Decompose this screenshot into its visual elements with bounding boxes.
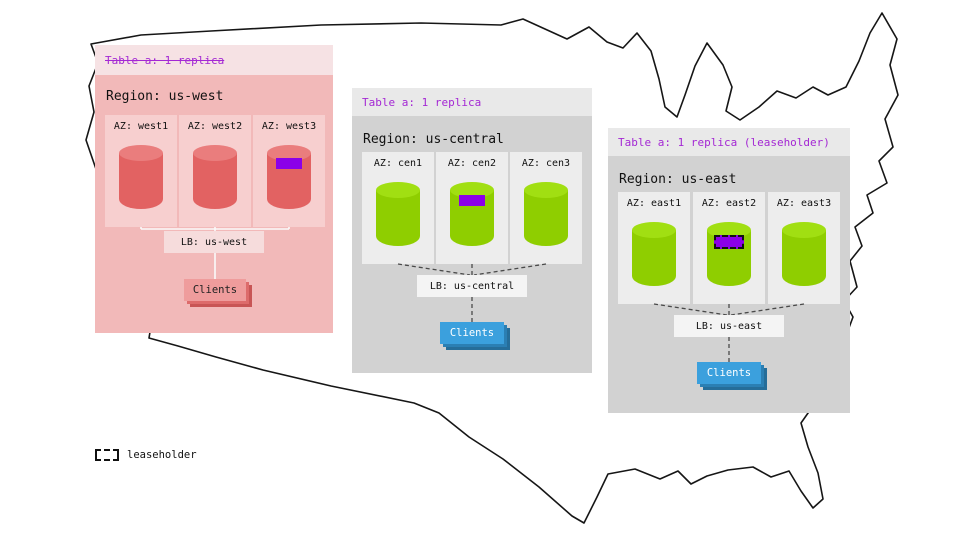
clients-label: Clients (449, 327, 495, 339)
replica-range-marker (459, 195, 485, 206)
database-cylinder (524, 182, 568, 246)
az-box-west2: AZ: west2 (179, 115, 251, 227)
region-panel-us-east: Table a: 1 replica (leaseholder) Region:… (608, 128, 850, 413)
database-cylinder (707, 222, 751, 286)
table-header-us-east: Table a: 1 replica (leaseholder) (608, 128, 850, 156)
table-label: Table a: 1 replica (leaseholder) (618, 135, 830, 149)
database-cylinder (782, 222, 826, 286)
database-cylinder (376, 182, 420, 246)
az-label: AZ: west3 (261, 121, 317, 132)
cylinder-body (193, 153, 237, 209)
cylinder-top (707, 222, 751, 238)
load-balancer-us-central: LB: us-central (417, 275, 527, 297)
cylinder-body (376, 190, 420, 246)
region-title: Region: us-west (106, 89, 224, 104)
az-label: AZ: east2 (701, 198, 757, 209)
cylinder-body (632, 230, 676, 286)
region-title: Region: us-central (363, 132, 504, 147)
table-header-us-central: Table a: 1 replica (352, 88, 592, 116)
clients-label: Clients (192, 284, 238, 296)
az-box-cen2: AZ: cen2 (436, 152, 508, 264)
az-box-cen3: AZ: cen3 (510, 152, 582, 264)
az-box-west3: AZ: west3 (253, 115, 325, 227)
az-label: AZ: cen2 (447, 158, 497, 169)
az-box-west1: AZ: west1 (105, 115, 177, 227)
leaseholder-range-marker (714, 235, 744, 249)
table-label: Table a: 1 replica (105, 53, 225, 67)
cylinder-top (267, 145, 311, 161)
database-cylinder (193, 145, 237, 209)
az-label: AZ: east3 (776, 198, 832, 209)
cylinder-body (782, 230, 826, 286)
clients-box-us-west: Clients (184, 279, 246, 301)
az-label: AZ: east1 (626, 198, 682, 209)
load-balancer-us-west: LB: us-west (164, 231, 264, 253)
database-cylinder (632, 222, 676, 286)
clients-label: Clients (706, 367, 752, 379)
load-balancer-us-east: LB: us-east (674, 315, 784, 337)
cylinder-top (524, 182, 568, 198)
region-title: Region: us-east (619, 172, 737, 187)
cylinder-top (782, 222, 826, 238)
database-cylinder (450, 182, 494, 246)
clients-box-us-central: Clients (440, 322, 504, 344)
cylinder-top (119, 145, 163, 161)
cylinder-top (632, 222, 676, 238)
leaseholder-swatch-icon (95, 449, 119, 461)
legend-label: leaseholder (127, 449, 197, 461)
az-box-east3: AZ: east3 (768, 192, 840, 304)
az-label: AZ: west2 (187, 121, 243, 132)
cylinder-top (450, 182, 494, 198)
az-box-cen1: AZ: cen1 (362, 152, 434, 264)
database-cylinder (119, 145, 163, 209)
region-panel-us-central: Table a: 1 replica Region: us-central AZ… (352, 88, 592, 373)
cylinder-top (376, 182, 420, 198)
replica-range-marker (276, 158, 302, 169)
cylinder-top (193, 145, 237, 161)
leaseholder-legend: leaseholder (95, 449, 197, 461)
az-box-east1: AZ: east1 (618, 192, 690, 304)
cylinder-body (524, 190, 568, 246)
az-label: AZ: west1 (113, 121, 169, 132)
az-box-east2: AZ: east2 (693, 192, 765, 304)
table-label: Table a: 1 replica (362, 95, 482, 109)
database-cylinder (267, 145, 311, 209)
az-label: AZ: cen3 (521, 158, 571, 169)
az-label: AZ: cen1 (373, 158, 423, 169)
cylinder-body (119, 153, 163, 209)
table-header-us-west: Table a: 1 replica (95, 45, 333, 75)
clients-box-us-east: Clients (697, 362, 761, 384)
region-panel-us-west: Table a: 1 replica Region: us-west AZ: w… (95, 45, 333, 333)
